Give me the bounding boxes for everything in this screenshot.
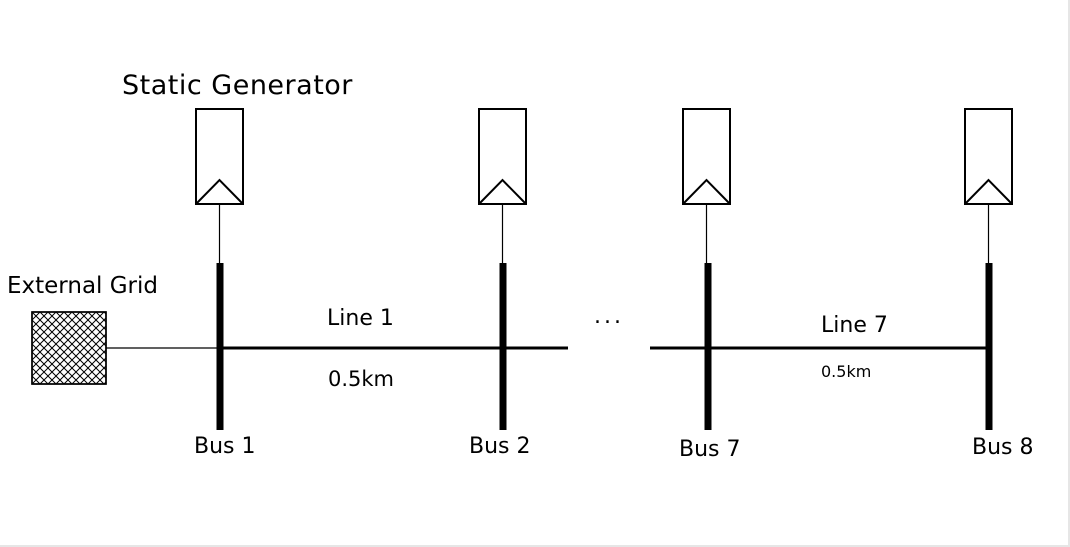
- line-7-label: Line 7: [821, 313, 888, 338]
- bus-8-label: Bus 8: [972, 435, 1034, 460]
- static-generator-icon: [478, 108, 527, 263]
- bus-1-label: Bus 1: [194, 434, 256, 459]
- line-1-length: 0.5km: [328, 367, 395, 391]
- static-generator-icon: [195, 108, 244, 263]
- line-7-length: 0.5km: [821, 362, 872, 381]
- bus-2-label: Bus 2: [469, 434, 531, 459]
- static-generator-icon: [964, 108, 1013, 263]
- line-1-label: Line 1: [327, 306, 394, 331]
- ellipsis-label: ...: [594, 304, 624, 329]
- external-grid-label: External Grid: [7, 273, 159, 299]
- bus-7-label: Bus 7: [679, 437, 741, 462]
- static-generator-icon: [682, 108, 731, 263]
- static-generator-label: Static Generator: [122, 70, 353, 101]
- external-grid-icon: [31, 311, 107, 385]
